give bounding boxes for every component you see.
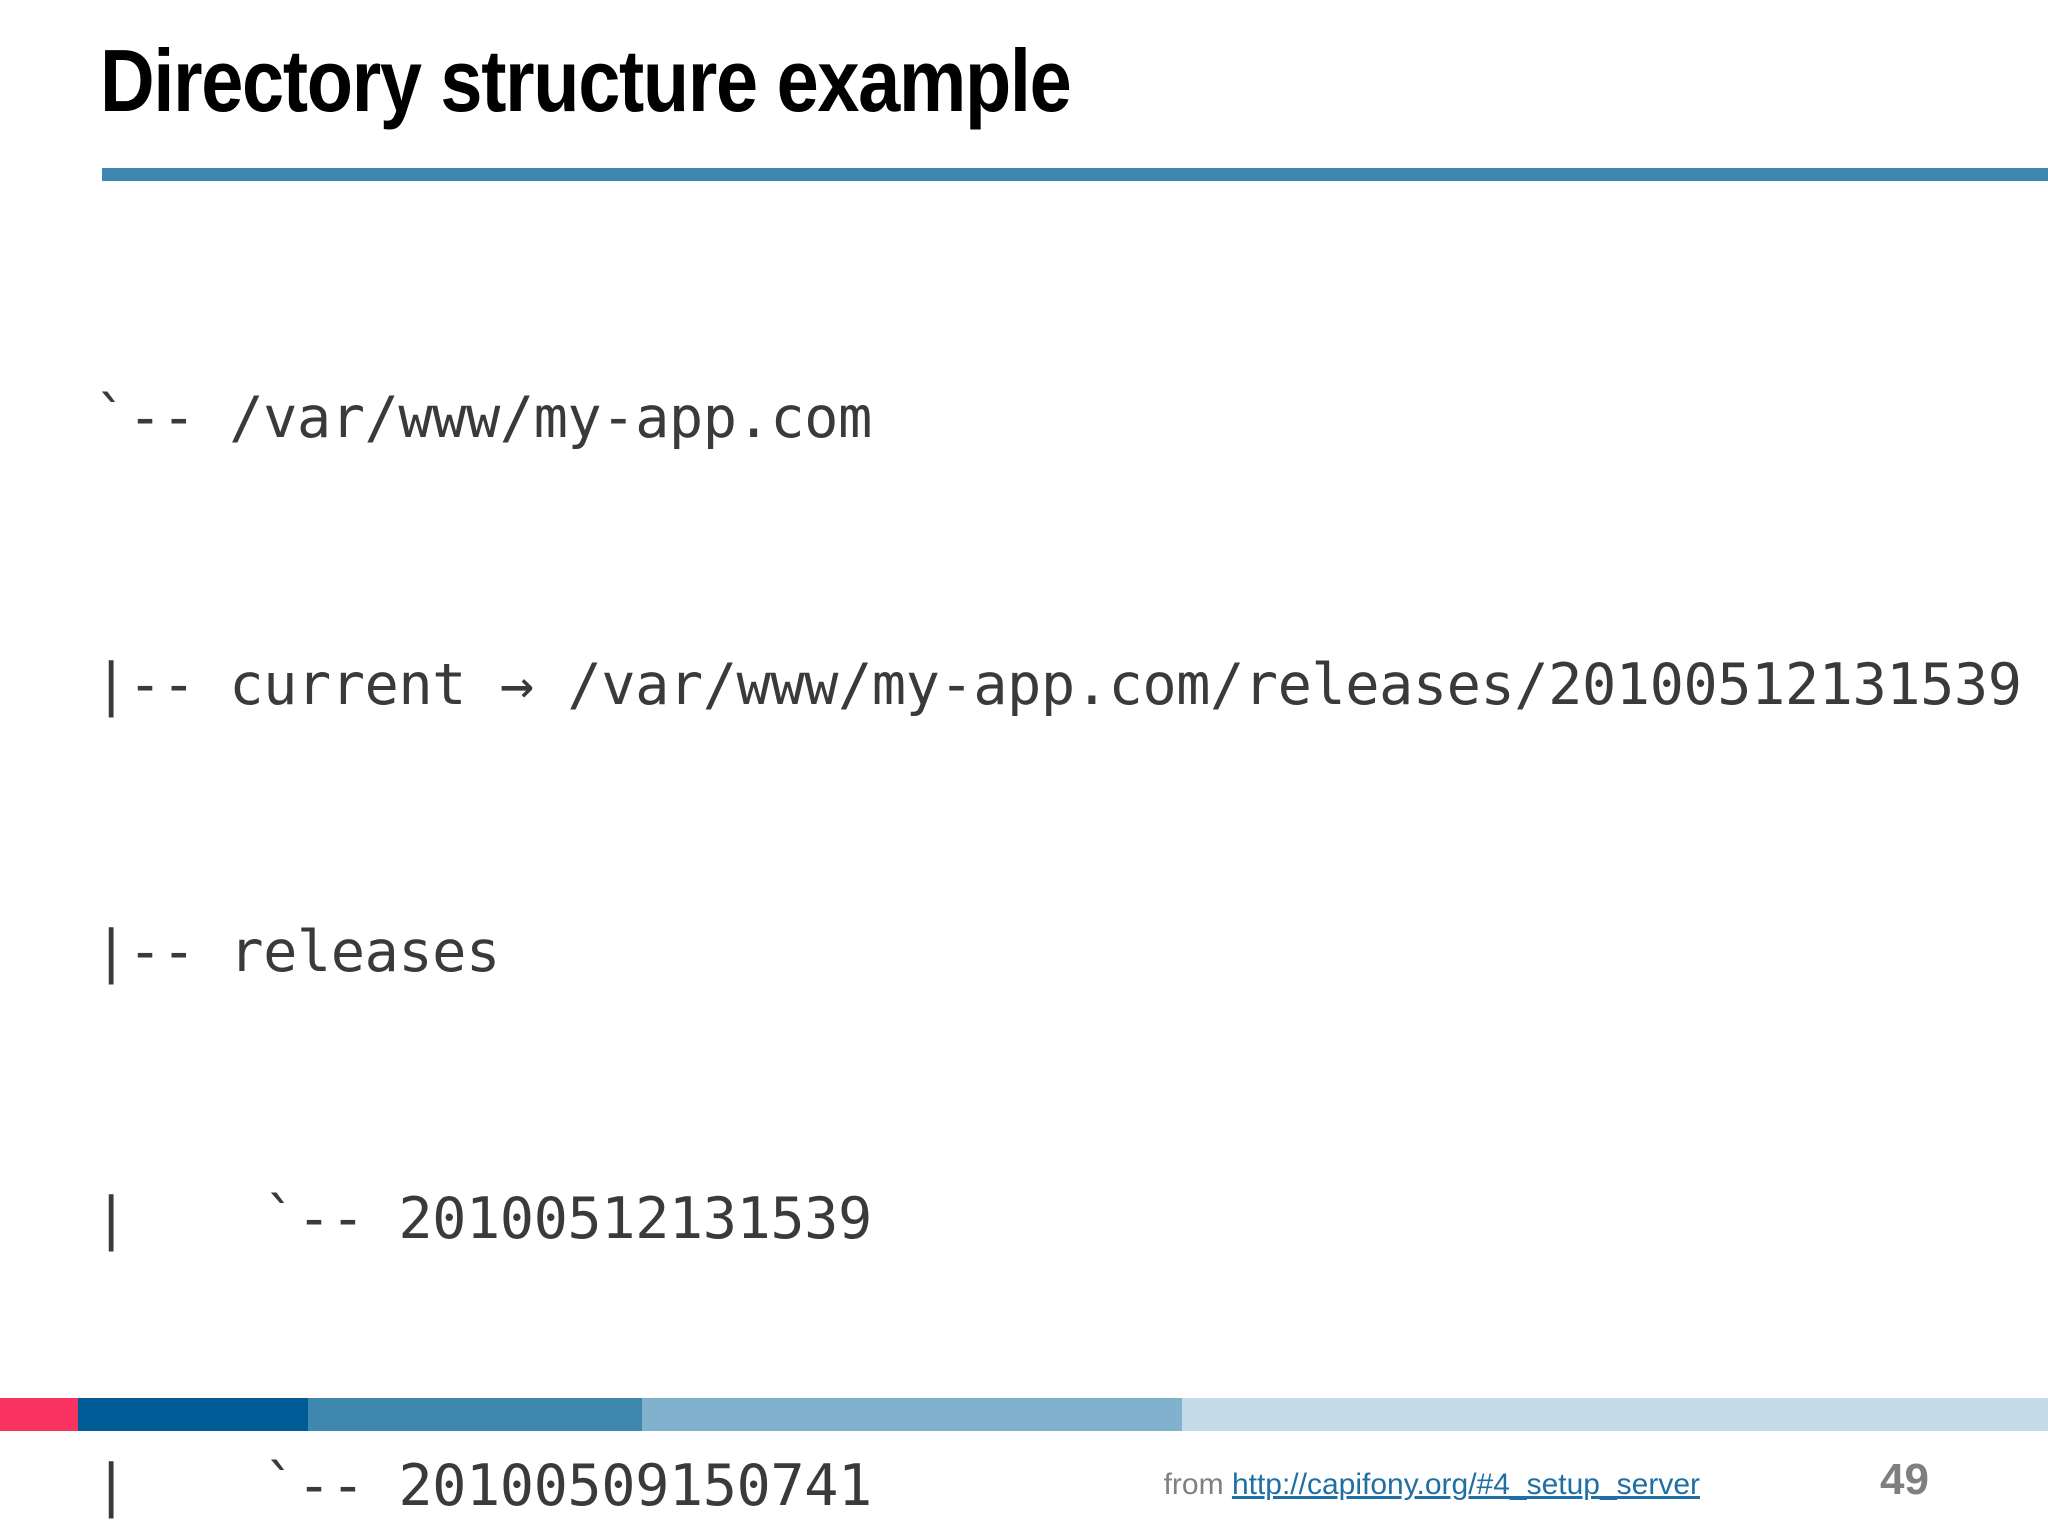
directory-tree-listing: `-- /var/www/my-app.com |-- current → /v… (94, 196, 2022, 1536)
credit-prefix-label: from (1163, 1468, 1232, 1501)
page-number: 49 (1880, 1455, 1929, 1504)
tree-line: | `-- 20100509150741 (94, 1453, 872, 1519)
tree-line: `-- /var/www/my-app.com (94, 385, 872, 451)
footer-bar-segment-2 (78, 1398, 308, 1431)
footer-bar-segment-1 (0, 1398, 78, 1431)
tree-line: | `-- 20100512131539 (94, 1186, 872, 1252)
tree-line: |-- current → /var/www/my-app.com/releas… (94, 652, 2022, 718)
footer-bar-segment-4 (642, 1398, 1182, 1431)
footer-bar-segment-3 (308, 1398, 642, 1431)
footer-credit: from http://capifony.org/#4_setup_server (1040, 1466, 1700, 1504)
page-title: Directory structure example (100, 31, 1072, 130)
tree-line: |-- releases (94, 919, 500, 985)
source-link[interactable]: http://capifony.org/#4_setup_server (1231, 1468, 1700, 1501)
footer-color-bar (0, 1398, 2048, 1431)
title-underline-rule (102, 168, 2048, 181)
footer-bar-segment-5 (1182, 1398, 2048, 1431)
